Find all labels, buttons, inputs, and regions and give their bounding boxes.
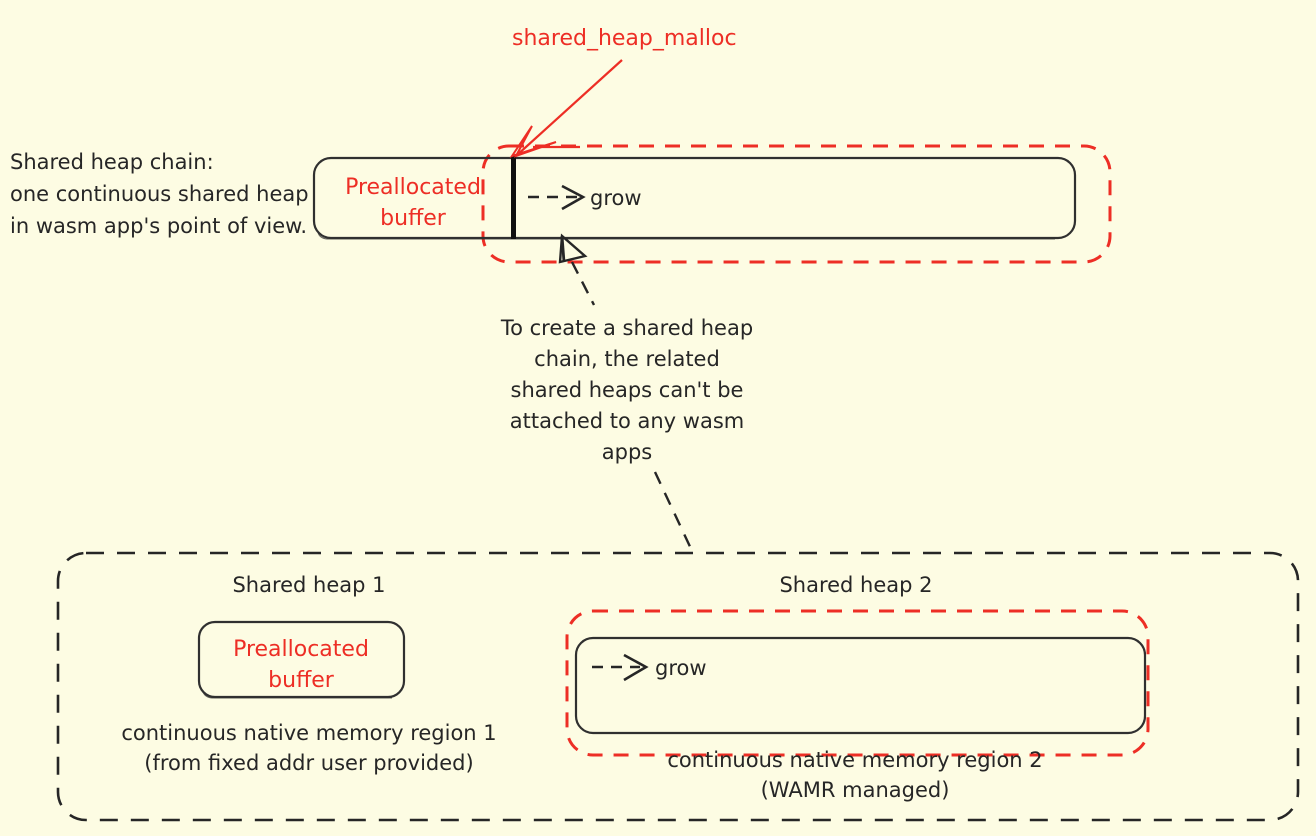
callout-arrow-head [558,233,588,264]
callout-arrow-stem [560,235,566,263]
malloc-arrow-shaft [515,59,623,157]
top-preallocated-line-2: buffer [380,206,446,231]
native-memory-region-1-caption: continuous native memory region 1 (from f… [94,718,524,778]
region-2-line-1: continuous native memory region 2 [667,748,1043,772]
heap2-growable-box [574,636,1147,735]
region-1-line-1: continuous native memory region 1 [121,721,497,745]
native-memory-region-2-caption: continuous native memory region 2 (WAMR m… [640,745,1070,805]
top-grow-label: grow [590,186,642,210]
bottom-grow-arrow-head [623,653,649,682]
shared-heap-malloc-label: shared_heap_malloc [512,26,737,51]
region-1-line-2: (from fixed addr user provided) [144,751,474,775]
description-line-1: Shared heap chain: [10,150,214,174]
top-grow-arrow-head [561,184,586,211]
bottom-grow-label: grow [655,656,707,680]
callout-line-5: apps [601,440,653,464]
region-2-line-2: (WAMR managed) [760,778,950,802]
callout-arrow-dashed-tail [570,261,596,306]
heap1-preallocated-line-2: buffer [268,668,334,693]
top-preallocated-line-1: Preallocated [345,175,481,200]
heap1-preallocated-buffer-label: Preallocated buffer [201,634,401,696]
heap1-preallocated-line-1: Preallocated [233,637,369,662]
shared-heap-2-title: Shared heap 2 [779,573,933,597]
top-red-dashed-region [481,144,1112,264]
malloc-arrow-head [509,125,557,158]
description-line-2: one continuous shared heap [10,182,309,206]
heap2-red-dashed-region [565,609,1150,757]
callout-line-3: shared heaps can't be [510,378,744,402]
callout-to-container-line [653,471,695,554]
callout-line-1: To create a shared heap [500,316,754,340]
callout-line-2: chain, the related [534,347,720,371]
top-preallocated-buffer-label: Preallocated buffer [333,172,493,234]
shared-heap-1-title: Shared heap 1 [232,573,386,597]
description-line-3: in wasm app's point of view. [10,214,308,238]
callout-line-4: attached to any wasm [509,409,745,433]
shared-heap-chain-callout-text: To create a shared heap chain, the relate… [487,313,767,468]
shared-heap-chain-description: Shared heap chain: one continuous shared … [10,146,309,242]
